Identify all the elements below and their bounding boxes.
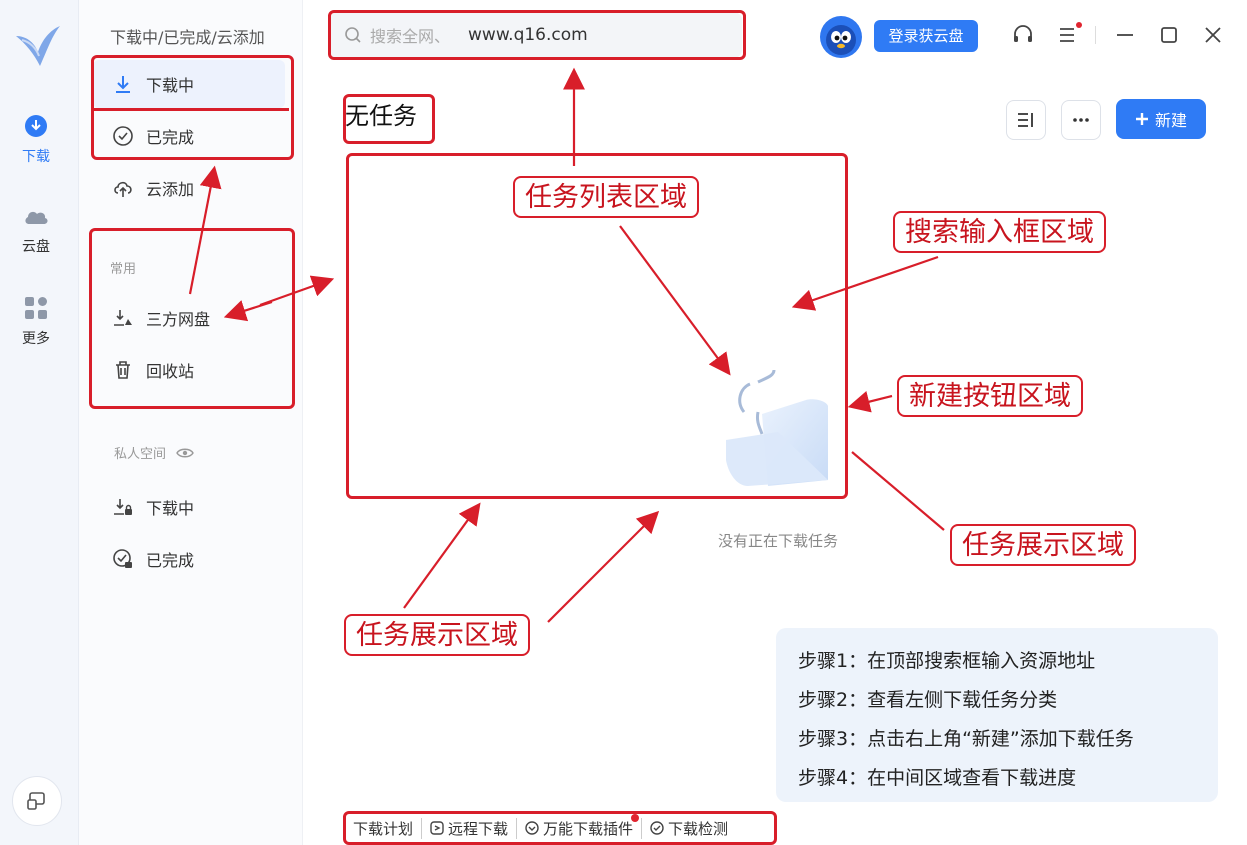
step-2: 步骤2：查看左侧下载任务分类 <box>798 689 1058 711</box>
screen-switch-button[interactable] <box>12 776 62 826</box>
rail-cloud-label: 云盘 <box>22 239 50 255</box>
avatar[interactable] <box>820 16 862 58</box>
sidebar-item-label: 已完成 <box>146 128 195 147</box>
new-task-button[interactable]: 新建 <box>1116 99 1206 139</box>
more-icon <box>1073 118 1089 122</box>
rail-more[interactable]: 更多 <box>0 296 72 348</box>
new-task-label: 新建 <box>1154 111 1187 130</box>
sidebar-item-label: 三方网盘 <box>146 310 211 329</box>
search-placeholder: 搜索全网、 <box>344 23 450 47</box>
remote-download-button[interactable]: 远程下载 <box>422 817 518 839</box>
remote-icon <box>430 821 444 835</box>
login-button[interactable]: 登录获云盘 <box>874 20 978 52</box>
search-input[interactable]: www.q16.com <box>468 25 588 45</box>
plugin-button[interactable]: 万能下载插件 <box>517 813 643 839</box>
annotation-box-bottom-bar <box>343 811 777 845</box>
search-icon <box>345 27 361 43</box>
sidebar-item-downloading[interactable]: 下载中 <box>112 72 194 96</box>
search-placeholder-text: 搜索全网、 <box>370 27 451 46</box>
sidebar-item-label: 已完成 <box>146 551 195 570</box>
annotation-divider <box>93 108 289 111</box>
annotation-task-display-right: 任务展示区域 <box>950 524 1136 566</box>
download-plan-button[interactable]: 下载计划 <box>345 817 423 839</box>
sidebar-item-private-completed[interactable]: 已完成 <box>112 547 194 571</box>
grid-icon <box>25 297 47 319</box>
download-icon <box>116 76 130 93</box>
steps-panel <box>776 628 1218 802</box>
annotation-box-title <box>343 94 435 144</box>
download-detect-label: 下载检测 <box>668 819 729 838</box>
annotation-new-button-area: 新建按钮区域 <box>897 375 1083 417</box>
remote-download-label: 远程下载 <box>448 819 509 838</box>
rail-cloud[interactable]: 云盘 <box>0 206 72 256</box>
step-3: 步骤3：点击右上角“新建”添加下载任务 <box>798 728 1134 750</box>
eye-icon[interactable] <box>176 446 194 460</box>
sidebar-active-highlight <box>93 60 285 108</box>
sidebar-item-private-downloading[interactable]: 下载中 <box>112 495 194 519</box>
annotation-box-search <box>328 10 746 60</box>
maximize-icon[interactable] <box>1156 22 1182 48</box>
section-private-label: 私人空间 <box>114 447 167 462</box>
check-circle-icon <box>113 126 133 146</box>
notification-dot <box>631 813 640 822</box>
step-4: 步骤4：在中间区域查看下载进度 <box>798 767 1077 789</box>
bottom-toolbar: 下载计划 远程下载 万能下载插件 下载检测 <box>345 812 736 844</box>
annotation-task-display-bottom: 任务展示区域 <box>344 614 530 656</box>
empty-folder-illustration <box>726 369 828 486</box>
trash-icon <box>116 361 130 379</box>
locked-check-icon <box>113 549 132 568</box>
third-party-drive-icon <box>114 310 132 326</box>
sidebar-item-trash[interactable]: 回收站 <box>112 358 194 382</box>
sidebar-item-cloud-add[interactable]: 云添加 <box>112 176 194 200</box>
sidebar-item-label: 云添加 <box>146 180 195 199</box>
download-detect-button[interactable]: 下载检测 <box>642 818 736 839</box>
annotation-box-sidebar-common <box>89 228 295 409</box>
sidebar-item-third-party-drive[interactable]: 三方网盘 <box>112 306 210 330</box>
annotation-search-area: 搜索输入框区域 <box>893 211 1106 253</box>
page-title: 无任务 <box>345 102 417 130</box>
more-button[interactable] <box>1061 100 1101 140</box>
screen-switch-icon <box>27 792 45 810</box>
sidebar-item-label: 回收站 <box>146 362 195 381</box>
section-private: 私人空间 <box>114 443 194 462</box>
app-logo <box>12 22 62 70</box>
list-view-icon <box>1018 113 1033 127</box>
plugin-label: 万能下载插件 <box>543 819 634 838</box>
download-circle-icon <box>25 115 47 137</box>
rail-download[interactable]: 下载 <box>0 114 72 166</box>
plus-icon <box>1135 113 1148 125</box>
rail-download-label: 下载 <box>22 149 50 165</box>
annotation-box-task-area <box>346 153 848 499</box>
sidebar-title: 下载中/已完成/云添加 <box>110 28 265 47</box>
plugin-icon <box>525 821 539 835</box>
sidebar-item-completed[interactable]: 已完成 <box>112 124 194 148</box>
rail-more-label: 更多 <box>22 331 50 347</box>
detect-icon <box>650 821 664 835</box>
cloud-upload-icon <box>114 181 132 197</box>
menu-icon[interactable] <box>1056 22 1082 48</box>
sidebar-item-label: 下载中 <box>146 499 195 518</box>
sidebar-item-label: 下载中 <box>146 76 195 95</box>
minimize-icon[interactable] <box>1112 22 1138 48</box>
step-1: 步骤1：在顶部搜索框输入资源地址 <box>798 650 1096 672</box>
close-icon[interactable] <box>1200 22 1226 48</box>
empty-state-text: 没有正在下载任务 <box>718 532 839 550</box>
locked-download-icon <box>114 499 132 515</box>
download-plan-label: 下载计划 <box>353 819 414 838</box>
cloud-icon <box>25 211 48 224</box>
search-bar[interactable]: 搜索全网、 www.q16.com <box>330 12 742 58</box>
divider <box>1095 26 1096 44</box>
annotation-task-list: 任务列表区域 <box>513 176 699 218</box>
annotation-box-sidebar-status <box>91 55 294 160</box>
headset-icon[interactable] <box>1010 22 1036 48</box>
section-common-label: 常用 <box>110 262 137 277</box>
list-view-button[interactable] <box>1006 100 1046 140</box>
left-rail: 下载 云盘 更多 <box>0 0 79 845</box>
